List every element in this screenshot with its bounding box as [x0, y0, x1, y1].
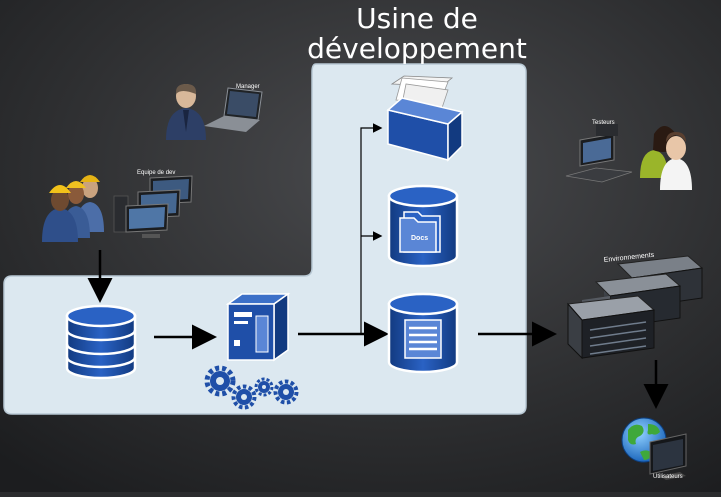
binaries-database-icon: [387, 292, 459, 374]
manager-label: Manager: [236, 84, 260, 90]
developers-icon: [42, 175, 104, 242]
title-line-1: Usine de: [356, 2, 478, 35]
dev-team-label: Equipe de dev: [137, 170, 175, 176]
title-line-2: développement: [307, 32, 527, 65]
user-monitor-icon: [649, 433, 687, 480]
source-database-icon: [65, 304, 137, 380]
environment-servers-icon: [566, 255, 704, 360]
laptop-icon: [204, 87, 263, 132]
docs-label: Docs: [411, 235, 428, 242]
docs-database-icon: [387, 184, 459, 268]
gears-icon: [204, 365, 299, 410]
testers-workstation-icon: [565, 124, 633, 183]
build-server-icon: [225, 292, 291, 362]
testers-label: Testeurs: [592, 120, 615, 126]
manager-icon: [166, 84, 263, 140]
users-label: Utilisateurs: [653, 474, 683, 480]
arrow-build-to-archives: [360, 123, 383, 334]
dev-workstations-icon: [113, 175, 193, 238]
archive-box-icon: [386, 75, 464, 162]
testers-icon: [640, 126, 692, 190]
